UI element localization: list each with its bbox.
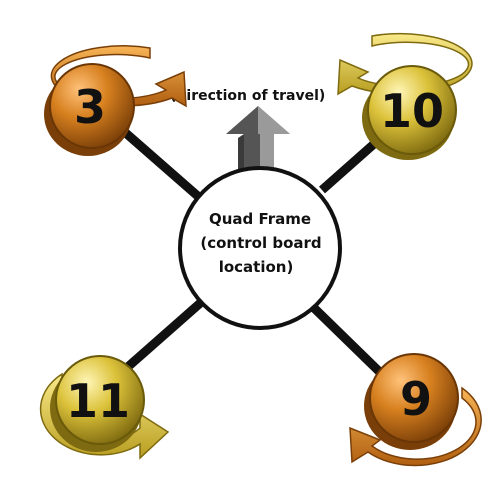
rotation-arrow-icon — [50, 45, 187, 108]
motor-front-left: 3 — [44, 45, 187, 156]
rotation-arrow-icon — [349, 386, 482, 467]
arm-front-left — [117, 124, 203, 202]
motor-disc — [367, 65, 457, 155]
motor-number: 9 — [400, 372, 432, 426]
motor-disc — [369, 353, 459, 443]
motor-number: 11 — [66, 374, 130, 428]
arm-rear-left — [119, 294, 209, 376]
direction-label: (direction of travel) — [170, 88, 325, 104]
rotation-arrow-icon — [337, 32, 473, 96]
motor-number: 10 — [380, 84, 444, 138]
motor-disc — [55, 355, 145, 445]
center-label-line2: (control board — [200, 234, 321, 252]
motor-rear-right: 9 — [349, 353, 482, 467]
motor-rear-left: 11 — [39, 355, 170, 460]
center-label-line1: Quad Frame — [209, 210, 311, 228]
center-frame — [178, 166, 342, 330]
motor-number: 3 — [74, 80, 106, 134]
direction-arrow — [226, 106, 290, 176]
center-label-line3: location) — [219, 258, 294, 276]
motor-front-right: 10 — [337, 32, 473, 160]
motor-disc — [49, 63, 135, 149]
